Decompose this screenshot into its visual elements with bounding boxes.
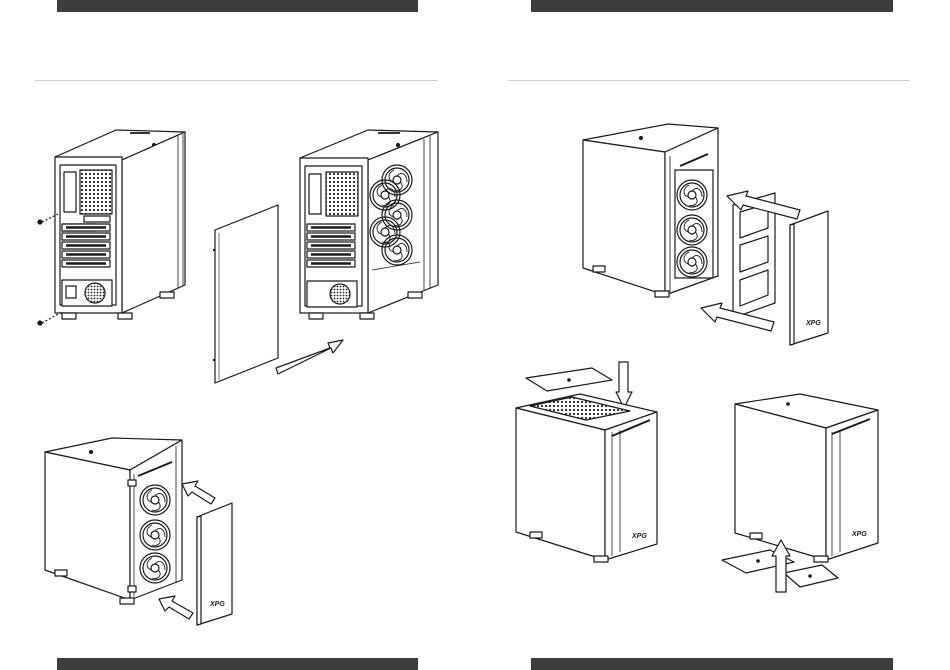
- brand-logo-icon: XPG: [851, 531, 867, 538]
- top-case-illustration: XPG: [516, 394, 657, 562]
- screw-callout-icon: [38, 220, 42, 224]
- arrow-icon: [616, 362, 632, 408]
- front-case-fan-illustration: [583, 124, 718, 297]
- rear-case-fans-illustration: [300, 130, 438, 319]
- front-panel-illustration: XPG: [197, 503, 232, 625]
- brand-logo-icon: XPG: [631, 533, 647, 540]
- screw-callout-icon: [38, 321, 42, 325]
- arrow-icon: [182, 481, 215, 504]
- front-case-illustration: [45, 438, 182, 604]
- arrow-icon: [159, 596, 193, 619]
- front-panel-xpg-illustration: XPG: [790, 211, 828, 345]
- bottom-case-illustration: XPG: [735, 394, 878, 562]
- brand-logo-icon: XPG: [805, 320, 821, 327]
- rear-case-illustration: [38, 130, 185, 325]
- side-panel-illustration: [213, 205, 278, 383]
- top-filter-illustration: [526, 368, 612, 391]
- arrow-icon: [276, 340, 343, 374]
- brand-logo-icon: XPG: [209, 601, 225, 608]
